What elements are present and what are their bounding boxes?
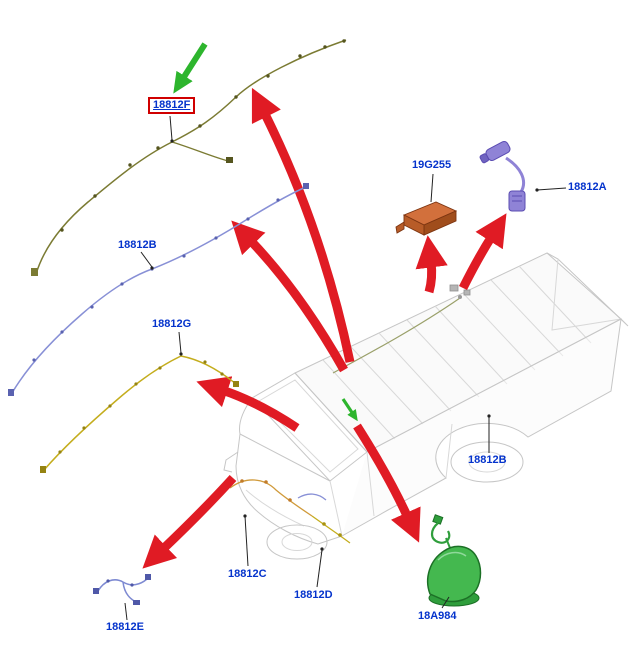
- part-label-18812e[interactable]: 18812E: [106, 621, 144, 633]
- red-callout-arrows: [142, 87, 507, 569]
- arrow-to-18812f: [251, 87, 355, 363]
- leader-dots: [150, 139, 539, 551]
- connector-18812a: [479, 140, 526, 212]
- van-roof-harness: [332, 284, 471, 374]
- selection-arrow-icon: [173, 42, 208, 94]
- part-label-18812a[interactable]: 18812A: [568, 181, 607, 193]
- harness-18812e: [93, 574, 151, 605]
- arrow-to-18a984: [353, 423, 421, 543]
- harness-18812b-left: [8, 183, 309, 396]
- module-19g255: [395, 201, 458, 236]
- arrow-to-18812g: [196, 376, 300, 432]
- part-label-18812g[interactable]: 18812G: [152, 318, 192, 330]
- van-illustration: [223, 252, 629, 560]
- part-label-18812d[interactable]: 18812D: [294, 589, 333, 601]
- van-front-harness: [229, 479, 351, 544]
- antenna-cable-18a984: [430, 514, 451, 549]
- part-label-18812c[interactable]: 18812C: [228, 568, 267, 580]
- part-label-18812b-right[interactable]: 18812B: [468, 454, 507, 466]
- roof-location-arrow-icon: [341, 398, 358, 422]
- arrow-to-18812b-left: [231, 220, 348, 373]
- arrow-to-19g255: [415, 235, 448, 294]
- part-label-19g255[interactable]: 19G255: [412, 159, 452, 171]
- leader-lines: [124, 115, 567, 621]
- harness-18812g: [40, 355, 239, 473]
- arrow-to-18812e: [142, 474, 237, 569]
- part-label-18a984[interactable]: 18A984: [418, 610, 457, 622]
- part-label-18812b-left[interactable]: 18812B: [118, 239, 157, 251]
- antenna-18a984: [426, 545, 482, 607]
- arrow-to-18812a: [458, 213, 507, 291]
- green-arrows: [173, 42, 358, 422]
- part-label-18812f[interactable]: 18812F: [148, 97, 196, 114]
